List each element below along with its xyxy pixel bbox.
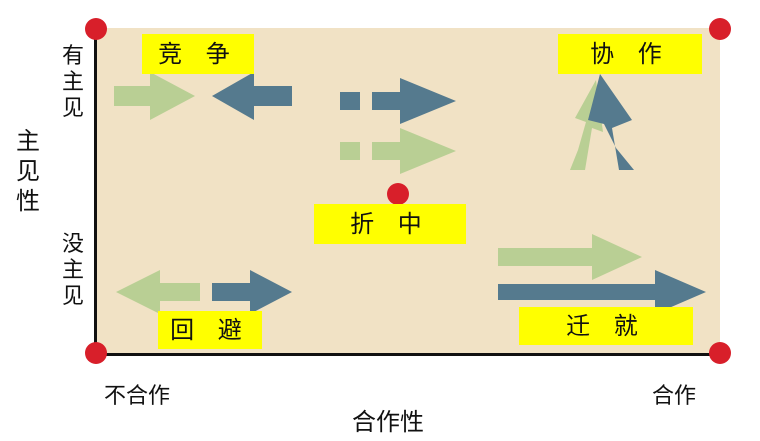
compromise-blue-broken-arrow xyxy=(340,78,456,124)
collaboration-blue-arrow xyxy=(588,74,634,170)
accommodation-blue-arrow xyxy=(498,270,706,314)
avoidance-green-arrow xyxy=(116,270,200,314)
compromise-green-broken-arrow xyxy=(340,128,456,174)
center-dot xyxy=(387,183,409,205)
competition-blue-arrow xyxy=(212,72,292,120)
corner-dot-top-right xyxy=(709,18,731,40)
x-axis-line xyxy=(94,353,721,356)
avoidance-label: 回 避 xyxy=(158,311,262,349)
corner-dot-top-left xyxy=(85,18,107,40)
y-axis-line xyxy=(94,28,97,355)
avoidance-blue-arrow xyxy=(212,270,292,314)
competition-label: 竞 争 xyxy=(142,34,254,74)
compromise-label: 折 中 xyxy=(314,204,466,244)
accommodation-label: 迁 就 xyxy=(519,307,693,345)
y-axis-title: 主见性 xyxy=(16,127,40,215)
x-axis-title: 合作性 xyxy=(352,408,424,436)
x-axis-left-label: 不合作 xyxy=(104,384,171,409)
corner-dot-bottom-right xyxy=(709,342,731,364)
y-axis-bottom-label: 没主见 xyxy=(61,232,84,309)
collaboration-label: 协 作 xyxy=(558,34,702,74)
corner-dot-bottom-left xyxy=(85,342,107,364)
y-axis-top-label: 有主见 xyxy=(61,44,84,121)
competition-green-arrow xyxy=(114,72,195,120)
x-axis-right-label: 合作 xyxy=(652,384,697,409)
accommodation-green-arrow xyxy=(498,234,642,280)
